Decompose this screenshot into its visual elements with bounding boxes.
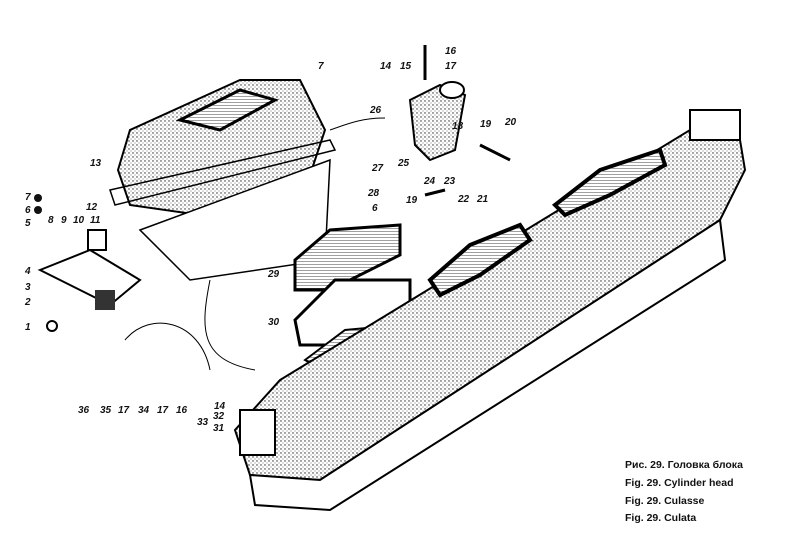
callout-28: 28: [368, 188, 380, 199]
callout-29: 29: [268, 269, 280, 280]
callout-24: 24: [424, 176, 436, 187]
large-cylinder-head: [233, 109, 747, 512]
callout-16b: 16: [176, 405, 188, 416]
callout-6: 6: [25, 205, 31, 216]
callout-26: 26: [370, 105, 382, 116]
callout-33: 33: [197, 417, 209, 428]
callout-17c: 17: [118, 405, 130, 416]
callout-5: 5: [25, 218, 31, 229]
callout-14b: 14: [214, 401, 226, 412]
callout-15: 15: [400, 61, 412, 72]
callout-23: 23: [444, 176, 456, 187]
callout-7: 7: [25, 192, 31, 203]
callout-32: 32: [213, 411, 225, 422]
callout-35: 35: [100, 405, 112, 416]
callout-9: 9: [61, 215, 67, 226]
callout-1: 1: [25, 322, 31, 333]
callout-36: 36: [78, 405, 90, 416]
caption-russian: Рис. 29. Головка блока: [625, 459, 743, 471]
callout-27: 27: [372, 163, 384, 174]
callout-18: 18: [452, 121, 464, 132]
callout-4: 4: [25, 266, 31, 277]
callout-7b: 7: [318, 61, 324, 72]
caption-english: Fig. 29. Cylinder head: [625, 477, 734, 489]
callout-25: 25: [398, 158, 410, 169]
callout-31: 31: [213, 423, 225, 434]
callout-10: 10: [73, 215, 85, 226]
callout-12: 12: [86, 202, 98, 213]
callout-30: 30: [268, 317, 280, 328]
callout-34: 34: [138, 405, 150, 416]
water-outlet-pipe: [408, 45, 511, 197]
callout-20: 20: [505, 117, 517, 128]
callout-13: 13: [90, 158, 102, 169]
callout-14: 14: [380, 61, 392, 72]
callout-19: 19: [480, 119, 492, 130]
callout-3: 3: [25, 282, 31, 293]
callout-19b: 19: [406, 195, 418, 206]
leader-arrows: [124, 117, 386, 371]
caption-italian: Fig. 29. Culata: [625, 512, 697, 524]
callout-17d: 17: [157, 405, 169, 416]
callout-2: 2: [25, 297, 31, 308]
small-cylinder-head-cover: [109, 79, 337, 281]
callout-6b: 6: [372, 203, 378, 214]
caption-french: Fig. 29. Culasse: [625, 495, 705, 507]
callout-8: 8: [48, 215, 54, 226]
bracket-assembly: [34, 194, 142, 332]
callout-16: 16: [445, 46, 457, 57]
callout-17: 17: [445, 61, 457, 72]
callout-21: 21: [477, 194, 489, 205]
callout-22: 22: [458, 194, 470, 205]
callout-11: 11: [90, 215, 101, 226]
